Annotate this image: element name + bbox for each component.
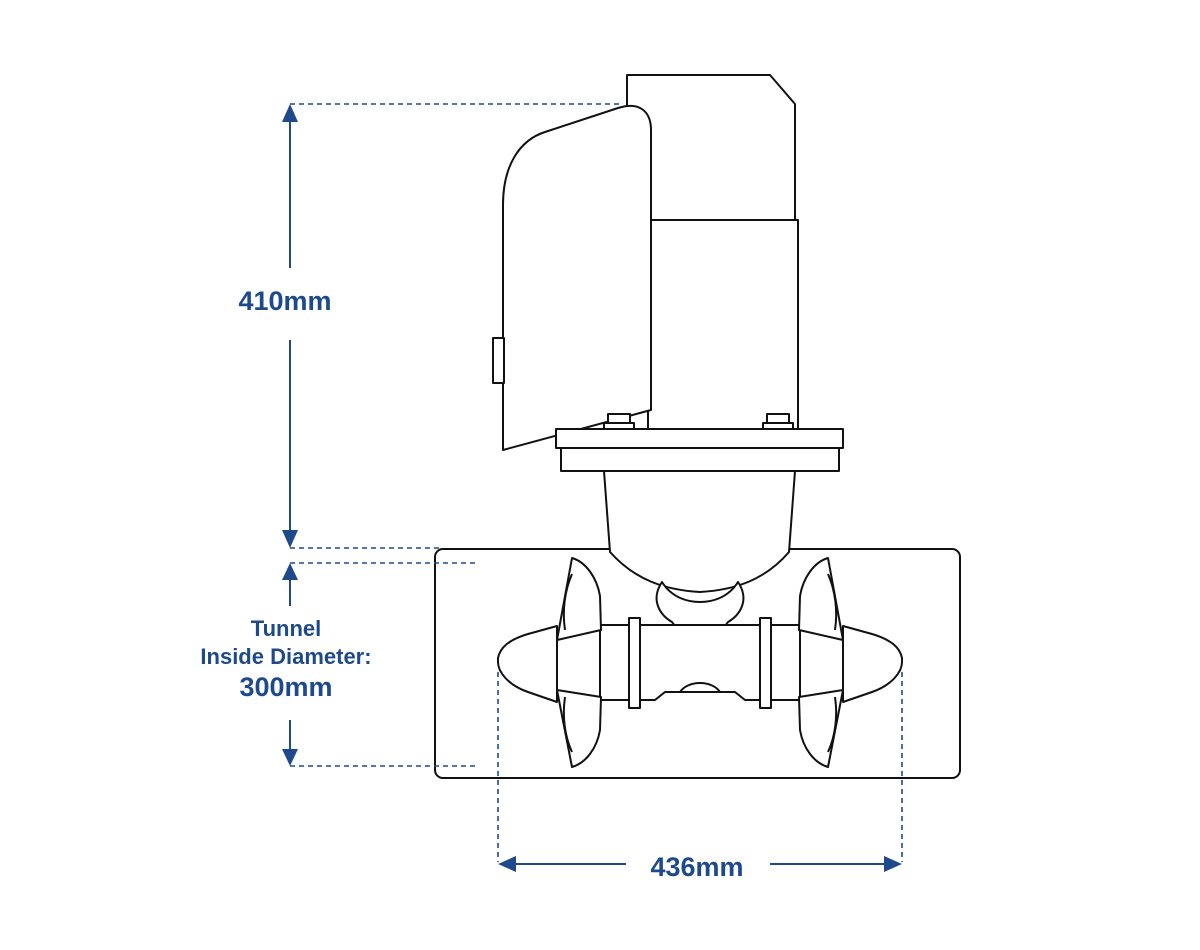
propeller-right-blade-bottom <box>798 689 844 768</box>
propeller-left-blade-bottom-edge <box>562 696 573 753</box>
drive-shaft <box>599 624 801 701</box>
mount-flange <box>555 428 844 449</box>
propeller-right-blade-top-edge <box>827 573 838 631</box>
tunnel-arrow-up <box>282 563 298 580</box>
tunnel-label-line3: 300mm <box>239 672 332 702</box>
collar-right <box>759 617 772 709</box>
height-arrow-up <box>282 104 298 122</box>
collar-left <box>628 617 641 709</box>
connector <box>492 337 505 384</box>
propeller-left-blade-top <box>556 557 602 641</box>
tunnel-label-line2: Inside Diameter: <box>200 644 371 669</box>
gear-leg <box>603 470 796 593</box>
height-arrow-down <box>282 530 298 548</box>
thruster-drawing <box>434 74 961 779</box>
motor-cover <box>502 104 652 451</box>
gear-neck <box>655 581 745 635</box>
height-label: 410mm <box>238 286 331 316</box>
propeller-left-blade-bottom <box>556 689 602 768</box>
hub-right <box>842 625 903 703</box>
hub-left <box>497 625 558 703</box>
width-label: 436mm <box>650 852 743 882</box>
propeller-right <box>798 557 844 768</box>
propeller-right-blade-top <box>798 557 844 641</box>
tunnel-label-line1: Tunnel <box>251 616 321 641</box>
dimension-lines: 410mm Tunnel Inside Diameter: 300mm 436m… <box>200 103 903 882</box>
width-arrow-left <box>498 856 516 872</box>
propeller-right-blade-bottom-edge <box>827 696 838 753</box>
propeller-left-blade-top-edge <box>562 573 573 631</box>
width-arrow-right <box>884 856 902 872</box>
propeller-left <box>556 557 602 768</box>
motor-top-block <box>626 74 796 223</box>
mount-plate <box>560 447 840 472</box>
shaft-bump <box>679 682 721 693</box>
tunnel-arrow-down <box>282 749 298 766</box>
motor-housing <box>647 219 799 431</box>
